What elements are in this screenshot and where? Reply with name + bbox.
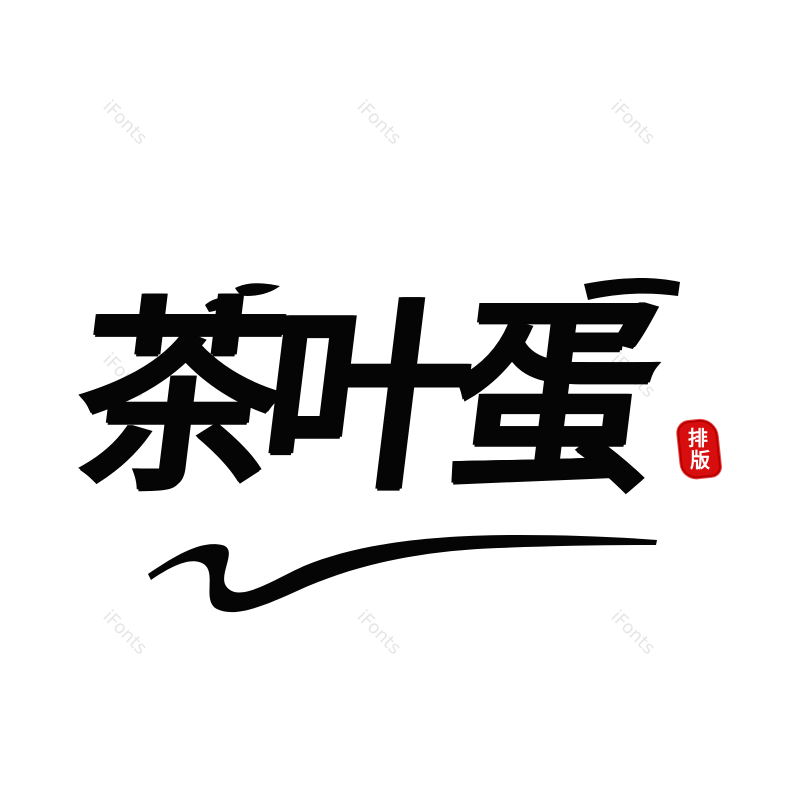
seal-line-1: 排	[687, 426, 708, 451]
calligraphy-title-text: 茶叶蛋	[63, 277, 654, 518]
seal-line-2: 版	[690, 447, 711, 472]
red-seal-icon: 排 版	[676, 418, 722, 480]
